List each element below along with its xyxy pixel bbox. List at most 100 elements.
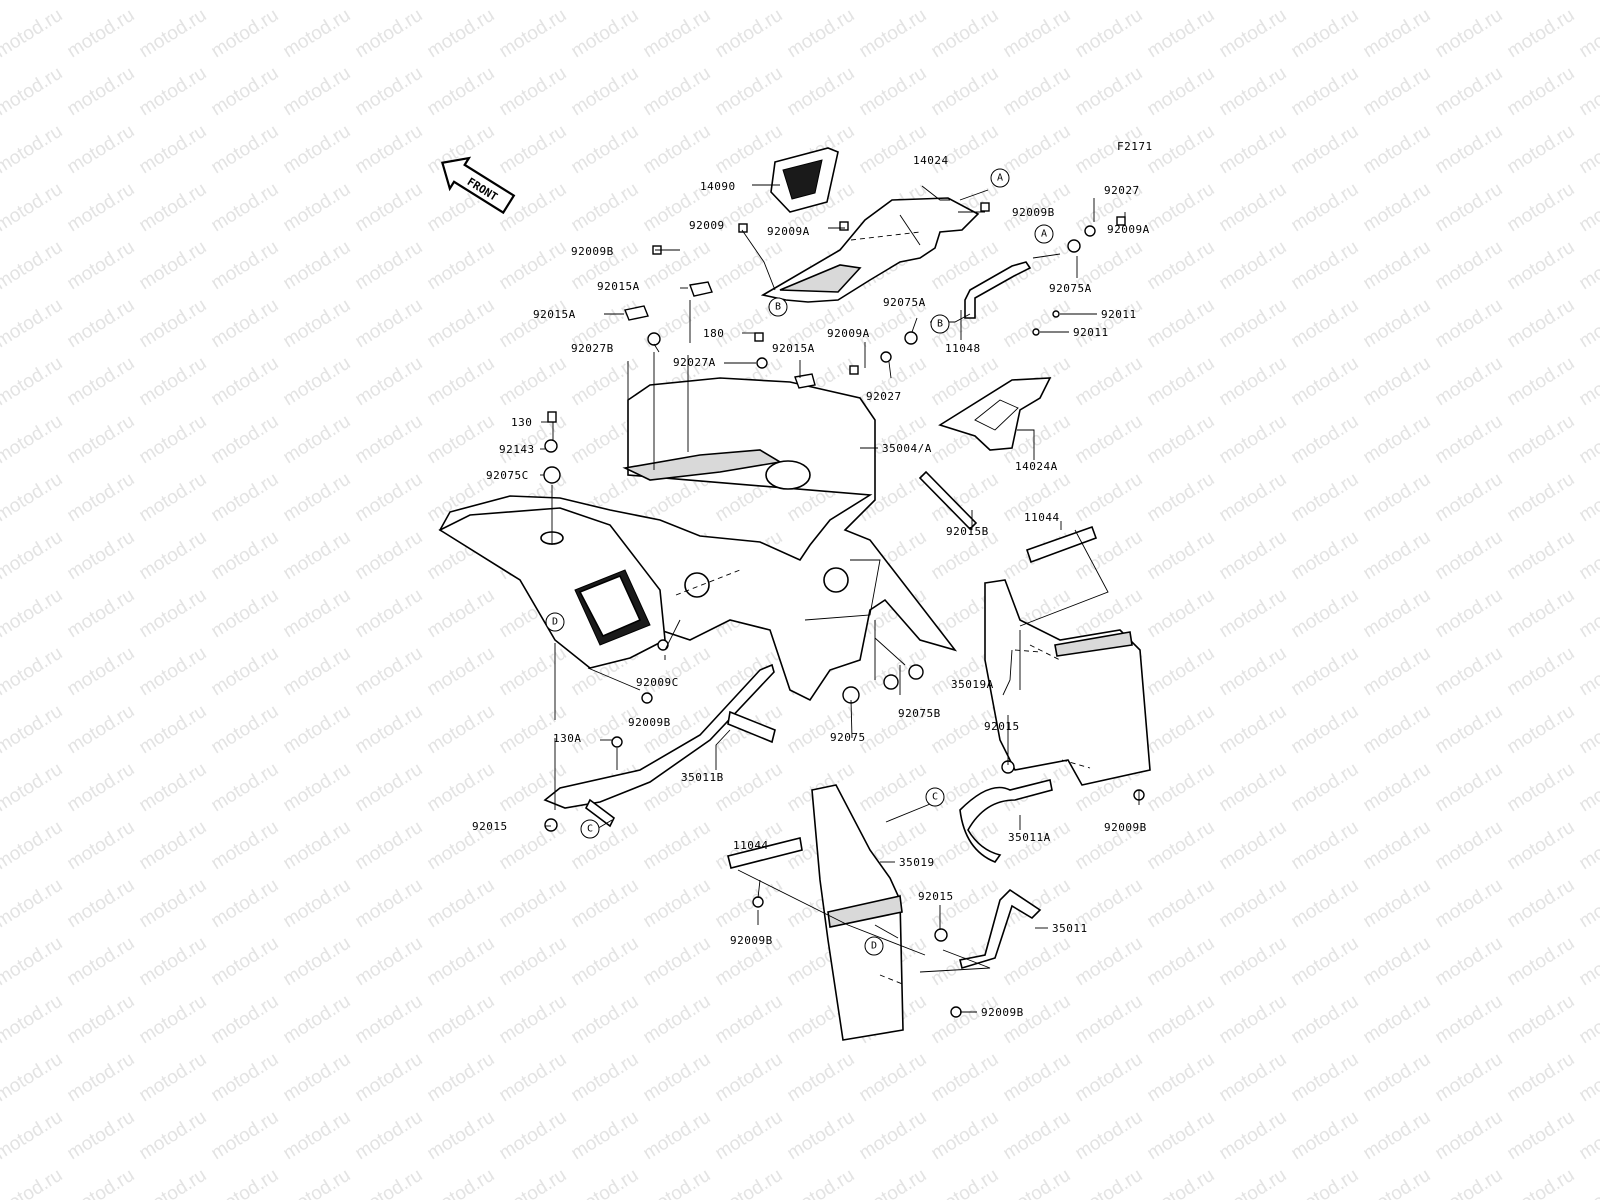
watermark-text: motod.ru — [1216, 585, 1291, 643]
watermark-text: motod.ru — [1360, 991, 1435, 1049]
label-92015: 92015 — [472, 820, 508, 833]
watermark-text: motod.ru — [1504, 1165, 1579, 1200]
watermark-text: motod.ru — [1000, 933, 1075, 991]
part-35019-flap — [727, 784, 904, 1041]
watermark-text: motod.ru — [352, 933, 427, 991]
watermark-text: motod.ru — [424, 411, 499, 469]
watermark-text: motod.ru — [352, 63, 427, 121]
watermark-text: motod.ru — [856, 63, 931, 121]
watermark-text: motod.ru — [1000, 817, 1075, 875]
watermark-text: motod.ru — [928, 1107, 1003, 1165]
part-35004A-fender — [438, 377, 958, 702]
watermark-text: motod.ru — [496, 353, 571, 411]
watermark-text: motod.ru — [208, 5, 283, 63]
watermark-text: motod.ru — [928, 63, 1003, 121]
watermark-text: motod.ru — [208, 237, 283, 295]
watermark-text: motod.ru — [0, 1165, 66, 1200]
watermark-text: motod.ru — [856, 1107, 931, 1165]
watermark-text: motod.ru — [1360, 1165, 1435, 1200]
label-92015A: 92015A — [597, 280, 640, 293]
watermark-text: motod.ru — [1504, 933, 1579, 991]
watermark-text: motod.ru — [136, 585, 211, 643]
svg-text:A: A — [997, 173, 1003, 184]
watermark-text: motod.ru — [1576, 411, 1600, 469]
label-92075C: 92075C — [486, 469, 529, 482]
watermark-text: motod.ru — [136, 63, 211, 121]
label-92027B: 92027B — [571, 342, 614, 355]
watermark-text: motod.ru — [1576, 875, 1600, 933]
watermark-text: motod.ru — [208, 643, 283, 701]
watermark-text: motod.ru — [208, 295, 283, 353]
watermark-text: motod.ru — [424, 585, 499, 643]
watermark-text: motod.ru — [1072, 353, 1147, 411]
watermark-text: motod.ru — [64, 875, 139, 933]
watermark-text: motod.ru — [0, 411, 66, 469]
watermark-text: motod.ru — [280, 933, 355, 991]
watermark-text: motod.ru — [208, 411, 283, 469]
watermark-text: motod.ru — [136, 643, 211, 701]
watermark-text: motod.ru — [1504, 527, 1579, 585]
watermark-text: motod.ru — [280, 817, 355, 875]
watermark-text: motod.ru — [280, 121, 355, 179]
watermark-text: motod.ru — [712, 63, 787, 121]
watermark-text: motod.ru — [0, 469, 66, 527]
watermark-text: motod.ru — [280, 875, 355, 933]
watermark-text: motod.ru — [1216, 295, 1291, 353]
watermark-text: motod.ru — [352, 353, 427, 411]
label-35011B: 35011B — [681, 771, 724, 784]
watermark-text: motod.ru — [1216, 991, 1291, 1049]
label-92015A: 92015A — [772, 342, 815, 355]
watermark-text: motod.ru — [1504, 875, 1579, 933]
callouts: A A B B C C D D — [545, 168, 1054, 956]
label-35019: 35019 — [899, 856, 935, 869]
watermark-text: motod.ru — [1360, 643, 1435, 701]
watermark-text: motod.ru — [424, 701, 499, 759]
watermark-text: motod.ru — [1504, 0, 1579, 4]
watermark-text: motod.ru — [136, 1165, 211, 1200]
watermark-text: motod.ru — [1504, 411, 1579, 469]
label-35019A: 35019A — [951, 678, 994, 691]
watermark-text: motod.ru — [1504, 643, 1579, 701]
watermark-text: motod.ru — [1432, 121, 1507, 179]
watermark-text: motod.ru — [0, 1049, 66, 1107]
watermark-text: motod.ru — [496, 237, 571, 295]
watermark-text: motod.ru — [424, 237, 499, 295]
watermark-text: motod.ru — [352, 643, 427, 701]
watermark-text: motod.ru — [1432, 585, 1507, 643]
part-14024-carrier — [760, 197, 980, 303]
watermark-text: motod.ru — [64, 179, 139, 237]
watermark-text: motod.ru — [1216, 179, 1291, 237]
watermark-text: motod.ru — [1288, 585, 1363, 643]
watermark-text: motod.ru — [136, 179, 211, 237]
watermark-text: motod.ru — [424, 875, 499, 933]
callout-d-1: D — [545, 612, 565, 632]
watermark-text: motod.ru — [928, 121, 1003, 179]
diagram-code: F2171 — [1117, 140, 1153, 153]
watermark-text: motod.ru — [784, 5, 859, 63]
watermark-text: motod.ru — [280, 1107, 355, 1165]
watermark-text: motod.ru — [1576, 121, 1600, 179]
watermark-text: motod.ru — [1432, 237, 1507, 295]
watermark-text: motod.ru — [280, 469, 355, 527]
watermark-text: motod.ru — [568, 63, 643, 121]
watermark-text: motod.ru — [424, 295, 499, 353]
part-14090-grip — [770, 147, 839, 213]
watermark-text: motod.ru — [352, 411, 427, 469]
watermark-text: motod.ru — [568, 1107, 643, 1165]
dashed-lines — [675, 231, 1091, 986]
watermark-text: motod.ru — [64, 643, 139, 701]
watermark-text: motod.ru — [1288, 295, 1363, 353]
watermark-text: motod.ru — [856, 1165, 931, 1200]
watermark-text: motod.ru — [0, 353, 66, 411]
label-92009B: 92009B — [981, 1006, 1024, 1019]
label-92011: 92011 — [1101, 308, 1137, 321]
watermark-text: motod.ru — [496, 701, 571, 759]
callout-b-2: B — [930, 314, 950, 334]
watermark-text: motod.ru — [64, 527, 139, 585]
watermark-text: motod.ru — [640, 1107, 715, 1165]
watermark-text: motod.ru — [568, 0, 643, 4]
watermark-text: motod.ru — [64, 1049, 139, 1107]
watermark-text: motod.ru — [352, 817, 427, 875]
watermark-text: motod.ru — [1432, 5, 1507, 63]
watermark-text: motod.ru — [424, 643, 499, 701]
